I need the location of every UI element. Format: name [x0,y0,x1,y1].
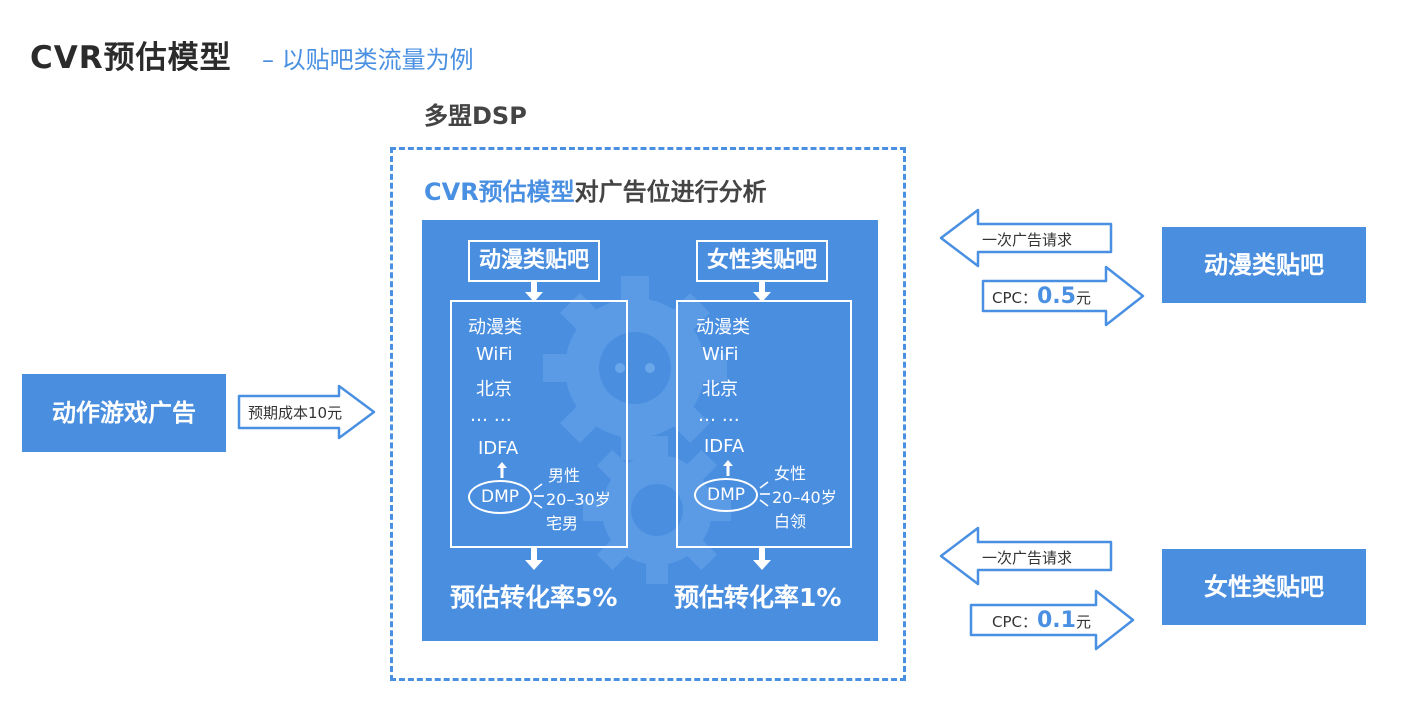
dsp-container [390,147,906,681]
arrow-down-icon [525,282,543,302]
dsp-label: 多盟DSP [424,102,527,130]
dmp-tag: 白领 [774,512,807,531]
feature-item: 北京 [476,379,512,400]
feature-item: IDFA [704,436,745,457]
feature-item: 动漫类 [468,317,522,338]
cpc-prefix: CPC： [992,289,1037,307]
page-subtitle: – 以贴吧类流量为例 [262,46,474,74]
arrow-up-icon [723,460,733,476]
dmp-tag: 20–40岁 [772,488,837,507]
arrow-right-icon [237,384,376,440]
dmp-tag: 20–30岁 [546,490,611,509]
anime-tieba-box: 动漫类贴吧 [1162,227,1366,303]
feature-item: 动漫类 [696,317,750,338]
cpc-value: 0.5 [1037,284,1076,309]
arrow-down-icon [753,282,771,302]
feature-box-anime [450,300,628,548]
cpc-prefix: CPC： [992,613,1037,631]
expected-cost-label: 预期成本10元 [248,404,343,422]
conversion-rate-female: 预估转化率1% [674,583,842,612]
analysis-title-rest: 对广告位进行分析 [574,178,767,206]
dmp-tag: 宅男 [546,514,579,533]
feature-item: WiFi [476,344,513,365]
ad-request-label: 一次广告请求 [982,549,1073,567]
arrow-right-icon [981,265,1145,327]
dmp-ellipse: DMP [694,478,758,512]
signal-lines-icon [759,481,770,507]
analysis-title: CVR预估模型对广告位进行分析 [424,172,767,207]
dmp-ellipse: DMP [468,480,532,514]
arrow-right-icon [969,589,1135,651]
cpc-label: CPC：0.5元 [992,284,1091,309]
feature-item: WiFi [702,344,739,365]
dmp-tag: 男性 [548,466,581,485]
female-tieba-box: 女性类贴吧 [1162,549,1366,625]
signal-lines-icon [533,483,544,509]
arrow-up-icon [497,462,507,478]
cpc-unit: 元 [1075,613,1091,631]
feature-item: IDFA [478,438,519,459]
analysis-title-highlight: CVR预估模型 [424,178,575,206]
arrow-left-icon [939,208,1113,268]
analysis-panel: 动漫类贴吧 动漫类 WiFi 北京 … … IDFA DMP 男性 20–30岁… [422,220,878,641]
action-game-ad-box: 动作游戏广告 [22,374,226,452]
arrow-left-icon [939,526,1113,586]
cpc-unit: 元 [1075,289,1091,307]
ad-request-label: 一次广告请求 [982,231,1073,249]
cpc-value: 0.1 [1037,608,1076,633]
gear-icon [543,276,731,584]
conversion-rate-anime: 预估转化率5% [450,583,618,612]
arrow-down-icon [525,548,543,570]
feature-box-female [676,300,852,548]
feature-item: … … [470,405,512,426]
category-box-anime: 动漫类贴吧 [468,240,600,282]
feature-item: … … [698,405,740,426]
page-title: CVR预估模型 [30,40,232,76]
arrow-down-icon [753,548,771,570]
feature-item: 北京 [702,379,738,400]
cpc-label: CPC：0.1元 [992,608,1091,633]
dmp-tag: 女性 [774,464,807,483]
category-box-female: 女性类贴吧 [696,240,828,282]
